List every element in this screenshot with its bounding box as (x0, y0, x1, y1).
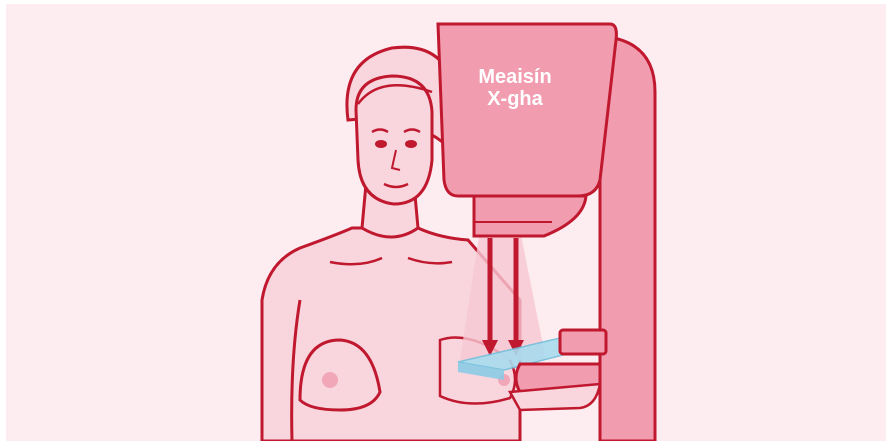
woman-left-eye (375, 140, 387, 148)
woman-right-eye (405, 140, 417, 148)
machine-label: Meaisín X-gha (440, 66, 590, 110)
plate-holder (560, 330, 606, 354)
woman-nipple (322, 372, 338, 388)
machine-label-line2: X-gha (440, 88, 590, 110)
machine-head (438, 24, 616, 196)
machine-label-line1: Meaisín (440, 66, 590, 88)
